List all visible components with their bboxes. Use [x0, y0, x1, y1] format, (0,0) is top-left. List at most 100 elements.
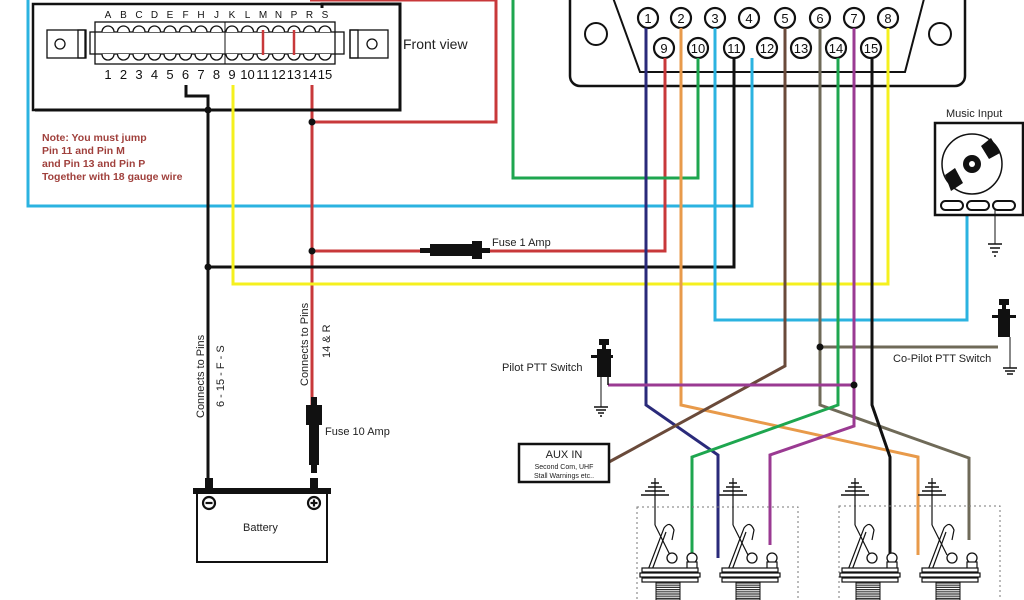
db15-pin-number: 1	[644, 11, 651, 26]
copilot-jack-panel	[838, 505, 1001, 600]
connector-pin-bottom	[302, 53, 317, 61]
connector-number: 12	[271, 67, 285, 82]
wire-cyan-pin3	[713, 28, 969, 322]
db15-pin-number: 15	[864, 41, 878, 56]
junction-dot	[308, 247, 316, 255]
intercom-connector	[46, 21, 389, 65]
note-line: Together with 18 gauge wire	[42, 171, 183, 183]
connector-letter: F	[182, 10, 188, 21]
fuse-1-amp	[420, 241, 490, 259]
connector-letter: R	[306, 10, 313, 21]
db15-pin	[789, 36, 813, 60]
headset-jack	[918, 478, 981, 600]
connector-letter: D	[151, 10, 158, 21]
db15-pin-number: 8	[884, 11, 891, 26]
note-line: Pin 11 and Pin M	[42, 145, 125, 157]
connector-pin-top	[287, 25, 301, 33]
connector-number: 3	[135, 67, 142, 82]
db15-pin	[737, 6, 761, 30]
connector-pin-bottom	[147, 53, 162, 61]
connector-pin-bottom	[178, 53, 193, 61]
aux-in-line1: Second Com, UHF	[535, 464, 594, 471]
db15-pin-number: 9	[660, 41, 667, 56]
wire-black-pin11	[208, 58, 736, 269]
ground-icon	[918, 478, 946, 525]
connector-pin-bottom	[256, 53, 270, 61]
connector-number: 9	[228, 67, 235, 82]
db15-pin-number: 3	[711, 11, 718, 26]
db15-pin-number: 7	[850, 11, 857, 26]
wire-black-6	[184, 85, 210, 488]
copilot-ptt-label: Co-Pilot PTT Switch	[893, 353, 991, 365]
wire-olive-pin6	[818, 28, 971, 540]
wire-purple-pin7	[768, 28, 856, 545]
connector-letter: M	[259, 10, 267, 21]
ground-icon	[641, 478, 669, 525]
wire-cyan-pin4	[26, 0, 754, 208]
connector-letter: J	[214, 10, 219, 21]
note-line: and Pin 13 and Pin P	[42, 158, 145, 170]
jumper-note: Note: You must jump Pin 11 and Pin M and…	[42, 132, 183, 183]
music-input-label: Music Input	[946, 108, 1002, 120]
connector-number: 6	[182, 67, 189, 82]
connects-pins-right-label: Connects to Pins	[299, 302, 311, 386]
note-line: Note: You must jump	[42, 132, 147, 144]
connector-letter: P	[291, 10, 298, 21]
connector-letter: K	[229, 10, 236, 21]
connector-number: 10	[240, 67, 254, 82]
db15-pin-number: 5	[781, 11, 788, 26]
connector-pin-bottom	[271, 53, 286, 61]
connector-pin-bottom	[163, 53, 177, 61]
copilot-ptt-switch	[992, 299, 1017, 375]
connector-number: 15	[318, 67, 332, 82]
connector-pin-top	[116, 25, 131, 33]
connector-pin-top	[132, 25, 146, 33]
connector-pin-bottom	[240, 53, 255, 61]
connector-number: 14	[302, 67, 316, 82]
connector-letter: A	[105, 10, 112, 21]
aux-in-line2: Stall Warnings etc..	[534, 473, 594, 480]
headset-jack	[639, 478, 701, 600]
pilot-ptt-label: Pilot PTT Switch	[502, 362, 583, 374]
connector-pin-top	[194, 25, 208, 33]
ground-icon	[719, 478, 747, 525]
connector-number: 4	[151, 67, 158, 82]
connects-pins-left-values: 6 - 15 - F - S	[215, 345, 227, 407]
aux-in-box	[517, 442, 611, 484]
db15-pin-number: 4	[745, 11, 752, 26]
connector-number: 5	[166, 67, 173, 82]
connector-letter: H	[197, 10, 204, 21]
pilot-jack-panel	[636, 506, 799, 600]
db15-pin-number: 10	[691, 41, 705, 56]
junction-dot	[850, 381, 858, 389]
connector-pin-bottom	[194, 53, 208, 61]
db15-pin-number: 2	[677, 11, 684, 26]
connector-pin-top	[302, 25, 317, 33]
connector-pin-bottom	[318, 53, 332, 61]
connector-pin-top	[147, 25, 162, 33]
connector-pin-bottom	[116, 53, 131, 61]
ground-icon	[594, 406, 608, 417]
headset-jack	[839, 478, 901, 600]
connector-pin-top	[318, 25, 332, 33]
db15-pin	[824, 36, 848, 60]
connector-number: 1	[104, 67, 111, 82]
db15-pin-number: 13	[794, 41, 808, 56]
connector-pin-bottom	[209, 53, 224, 61]
battery-label: Battery	[243, 522, 278, 534]
connector-pin-top	[271, 25, 286, 33]
connector-pin-top	[209, 25, 224, 33]
db15-pin	[636, 6, 660, 30]
db15-pin-number: 11	[727, 41, 741, 56]
wire-green-pin10	[511, 0, 700, 180]
junction-dot	[204, 106, 212, 114]
db15-pin-number: 6	[816, 11, 823, 26]
ground-icon	[841, 478, 869, 525]
wire-brown-pin5	[608, 28, 787, 464]
connector-letter: L	[245, 10, 251, 21]
connector-pin-top	[101, 25, 115, 33]
connector-number: 8	[213, 67, 220, 82]
connector-pin-bottom	[287, 53, 301, 61]
music-input-device	[933, 121, 1024, 217]
db15-pin	[755, 36, 779, 60]
